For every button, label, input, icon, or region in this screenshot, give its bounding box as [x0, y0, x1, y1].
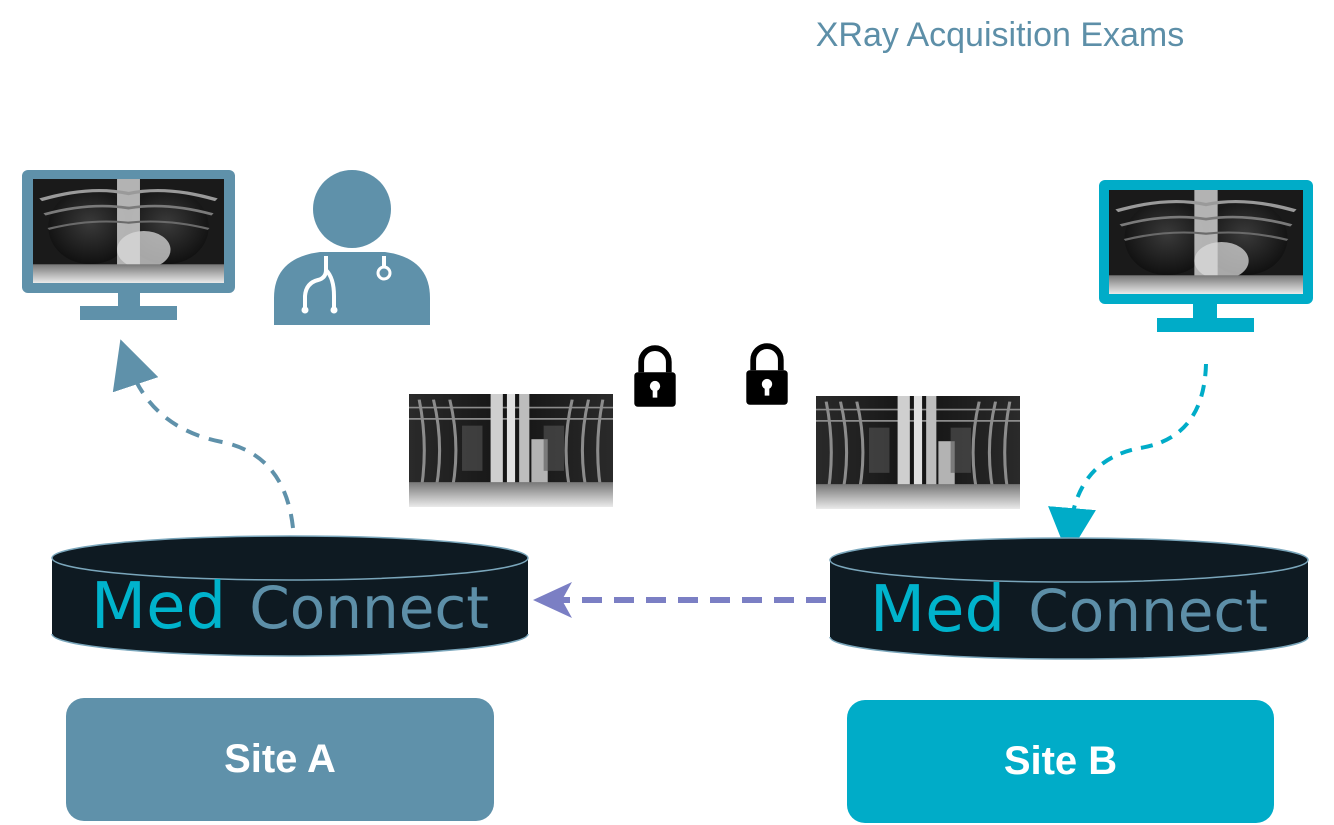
flow-arrow-site-a-storage-to-monitor — [112, 339, 295, 529]
lock-icon-right — [746, 346, 787, 405]
site-a-storage: Med Connect — [51, 535, 529, 657]
svg-text:Med Connect: Med Connect — [91, 570, 489, 644]
site-b-monitor-icon — [1099, 180, 1313, 332]
xray-image-icon-right — [816, 396, 1020, 509]
flow-arrowhead-site-b-to-site-a — [533, 582, 572, 618]
site-b-storage-word2: Connect — [1028, 577, 1268, 645]
site-a-storage-word1: Med — [91, 570, 226, 644]
site-a-label: Site A — [224, 737, 336, 781]
flow-arrow-site-b-monitor-to-storage — [1048, 363, 1208, 556]
site-a-storage-word2: Connect — [249, 574, 489, 642]
site-b-storage: Med Connect — [829, 537, 1309, 660]
site-b-label: Site B — [1003, 739, 1118, 783]
site-b-storage-word1: Med — [870, 573, 1005, 647]
site-a-box: Site A — [66, 698, 494, 821]
lock-icon-left — [634, 348, 675, 407]
svg-text:Med Connect: Med Connect — [870, 573, 1268, 647]
doctor-icon — [274, 170, 430, 325]
site-a-monitor-icon — [22, 170, 235, 320]
diagram-title: XRay Acquisition Exams — [815, 16, 1185, 54]
site-b-box: Site B — [847, 700, 1274, 823]
xray-image-icon-left — [409, 394, 613, 507]
